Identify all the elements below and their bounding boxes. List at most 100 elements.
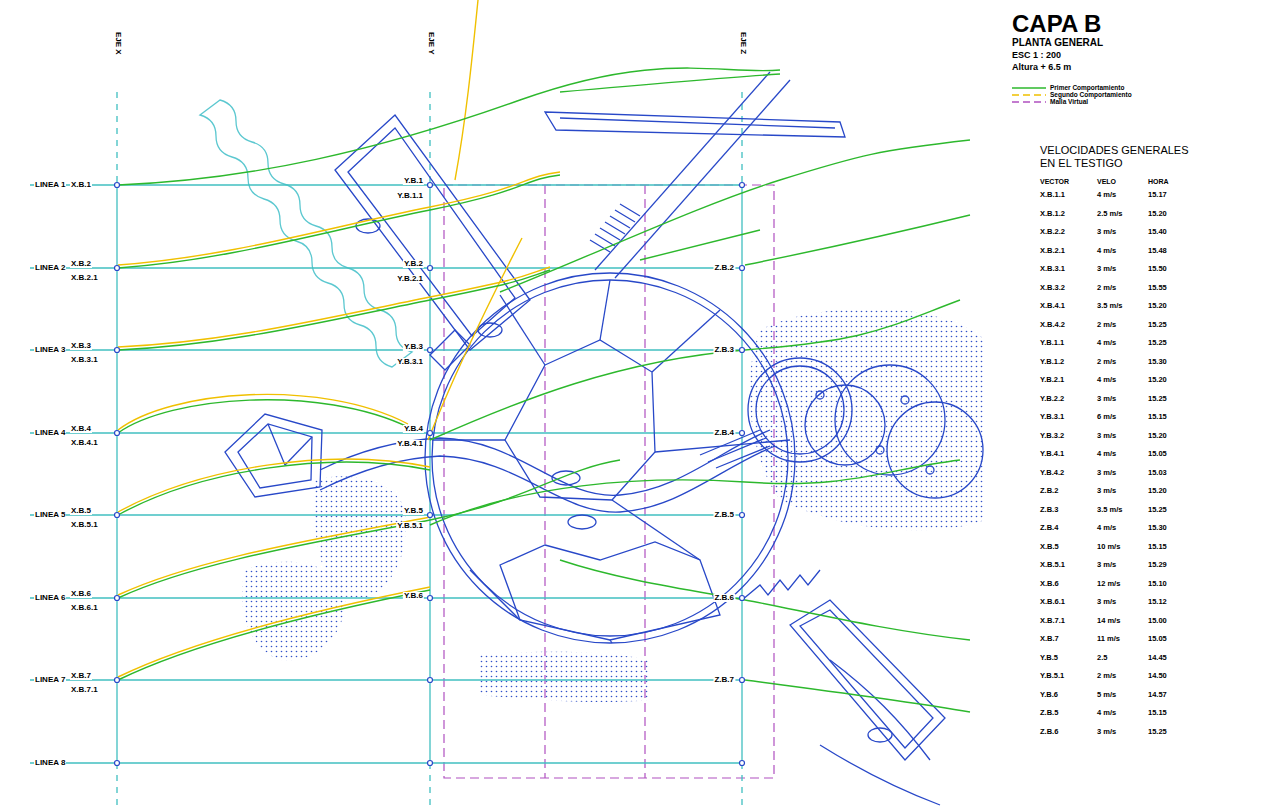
- table-cell: 14 m/s: [1097, 617, 1120, 625]
- table-cell: 15.15: [1148, 413, 1167, 421]
- point-label: X.B.6: [70, 590, 92, 598]
- point-label: Y.B.2.1: [396, 275, 424, 283]
- point-label: Y.B.1.1: [396, 192, 424, 200]
- measure-point: [115, 183, 745, 766]
- table-cell: 4 m/s: [1097, 247, 1116, 255]
- table-cell: Z.B.3: [1040, 506, 1058, 514]
- table-cell: Y.B.2.1: [1040, 376, 1064, 384]
- table-cell: Z.B.6: [1040, 728, 1058, 736]
- table-cell: 3 m/s: [1097, 487, 1116, 495]
- point-label: X.B.5: [70, 507, 92, 515]
- legend-sample: [1012, 94, 1046, 96]
- table-cell: Y.B.6: [1040, 691, 1058, 699]
- table-cell: X.B.1.2: [1040, 210, 1065, 218]
- column-header: VECTOR: [1040, 178, 1069, 185]
- table-cell: 15.05: [1148, 450, 1167, 458]
- line-label: LINEA 3: [34, 346, 66, 354]
- point-label: Z.B.7: [713, 676, 735, 684]
- line-label: LINEA 6: [34, 594, 66, 602]
- table-cell: Y.B.5.1: [1040, 672, 1064, 680]
- legend-sample: [1012, 101, 1046, 103]
- column-header: VELO: [1097, 178, 1116, 185]
- table-cell: 4 m/s: [1097, 450, 1116, 458]
- table-cell: X.B.4.1: [1040, 302, 1065, 310]
- table-cell: 15.12: [1148, 598, 1167, 606]
- table-cell: 15.25: [1148, 321, 1167, 329]
- airflow-second: [118, 0, 560, 677]
- table-cell: 3 m/s: [1097, 395, 1116, 403]
- table-cell: 2 m/s: [1097, 358, 1116, 366]
- table-cell: 4 m/s: [1097, 191, 1116, 199]
- table-cell: 3.5 m/s: [1097, 302, 1122, 310]
- table-cell: X.B.6.1: [1040, 598, 1065, 606]
- table-cell: X.B.2.1: [1040, 247, 1065, 255]
- table-cell: X.B.6: [1040, 580, 1059, 588]
- point-label: X.B.3: [70, 342, 92, 350]
- table-cell: 15.20: [1148, 210, 1167, 218]
- point-label: Y.B.5.1: [396, 522, 424, 530]
- table-cell: 14.50: [1148, 672, 1167, 680]
- scale-note: ESC 1 : 200: [1012, 51, 1061, 60]
- table-cell: 15.05: [1148, 635, 1167, 643]
- column-header: HORA: [1148, 178, 1169, 185]
- plan-title: CAPA B: [1012, 12, 1101, 36]
- table-cell: 15.48: [1148, 247, 1167, 255]
- table-cell: 4 m/s: [1097, 339, 1116, 347]
- table-cell: 3 m/s: [1097, 728, 1116, 736]
- table-cell: X.B.3.2: [1040, 284, 1065, 292]
- table-cell: 3 m/s: [1097, 469, 1116, 477]
- table-cell: 2 m/s: [1097, 672, 1116, 680]
- table-cell: 3 m/s: [1097, 265, 1116, 273]
- table-cell: 3 m/s: [1097, 228, 1116, 236]
- table-cell: X.B.2.2: [1040, 228, 1065, 236]
- table-cell: X.B.3.1: [1040, 265, 1065, 273]
- point-label: Z.B.2: [713, 264, 735, 272]
- airflow-first: [118, 68, 970, 712]
- table-cell: X.B.5: [1040, 543, 1059, 551]
- plan-subtitle: PLANTA GENERAL: [1012, 38, 1103, 48]
- table-cell: 15.20: [1148, 432, 1167, 440]
- point-label: X.B.4.1: [70, 439, 99, 447]
- point-label: Y.B.5: [403, 507, 424, 515]
- table-cell: 12 m/s: [1097, 580, 1120, 588]
- table-cell: 15.25: [1148, 728, 1167, 736]
- table-cell: 2.5: [1097, 654, 1107, 662]
- point-label: Y.B.3: [403, 343, 424, 351]
- point-label: X.B.5.1: [70, 521, 99, 529]
- table-cell: Y.B.5: [1040, 654, 1058, 662]
- table-cell: 15.10: [1148, 580, 1167, 588]
- point-label: X.B.4: [70, 425, 92, 433]
- table-cell: Y.B.3.1: [1040, 413, 1064, 421]
- height-note: Altura + 6.5 m: [1012, 63, 1071, 72]
- vegetation-outline: [200, 100, 412, 367]
- table-cell: 15.17: [1148, 191, 1167, 199]
- point-label: X.B.3.1: [70, 356, 99, 364]
- point-label: Y.B.4: [403, 425, 424, 433]
- table-cell: 15.50: [1148, 265, 1167, 273]
- point-label: X.B.6.1: [70, 604, 99, 612]
- axis-grid: [30, 92, 742, 806]
- table-cell: 15.25: [1148, 395, 1167, 403]
- table-cell: X.B.7: [1040, 635, 1059, 643]
- table-cell: X.B.4.2: [1040, 321, 1065, 329]
- point-label: Y.B.3.1: [396, 358, 424, 366]
- line-label: LINEA 8: [34, 759, 66, 767]
- table-cell: Z.B.2: [1040, 487, 1058, 495]
- table-header: VELOCIDADES GENERALES EN EL TESTIGO: [1040, 144, 1198, 169]
- table-cell: 15.15: [1148, 543, 1167, 551]
- line-label: LINEA 7: [34, 676, 66, 684]
- legend-text: Primer Comportamiento: [1050, 85, 1124, 92]
- table-cell: Y.B.4.1: [1040, 450, 1064, 458]
- point-label: X.B.1: [70, 181, 92, 189]
- table-cell: 15.20: [1148, 487, 1167, 495]
- line-label: LINEA 4: [34, 429, 66, 437]
- table-cell: 4 m/s: [1097, 709, 1116, 717]
- table-cell: 2 m/s: [1097, 321, 1116, 329]
- table-cell: 4 m/s: [1097, 376, 1116, 384]
- table-cell: Y.B.1.1: [1040, 339, 1064, 347]
- table-cell: 3.5 m/s: [1097, 506, 1122, 514]
- point-label: Y.B.4.1: [396, 440, 424, 448]
- axis-label: EJE Z: [739, 32, 747, 54]
- table-cell: 15.30: [1148, 358, 1167, 366]
